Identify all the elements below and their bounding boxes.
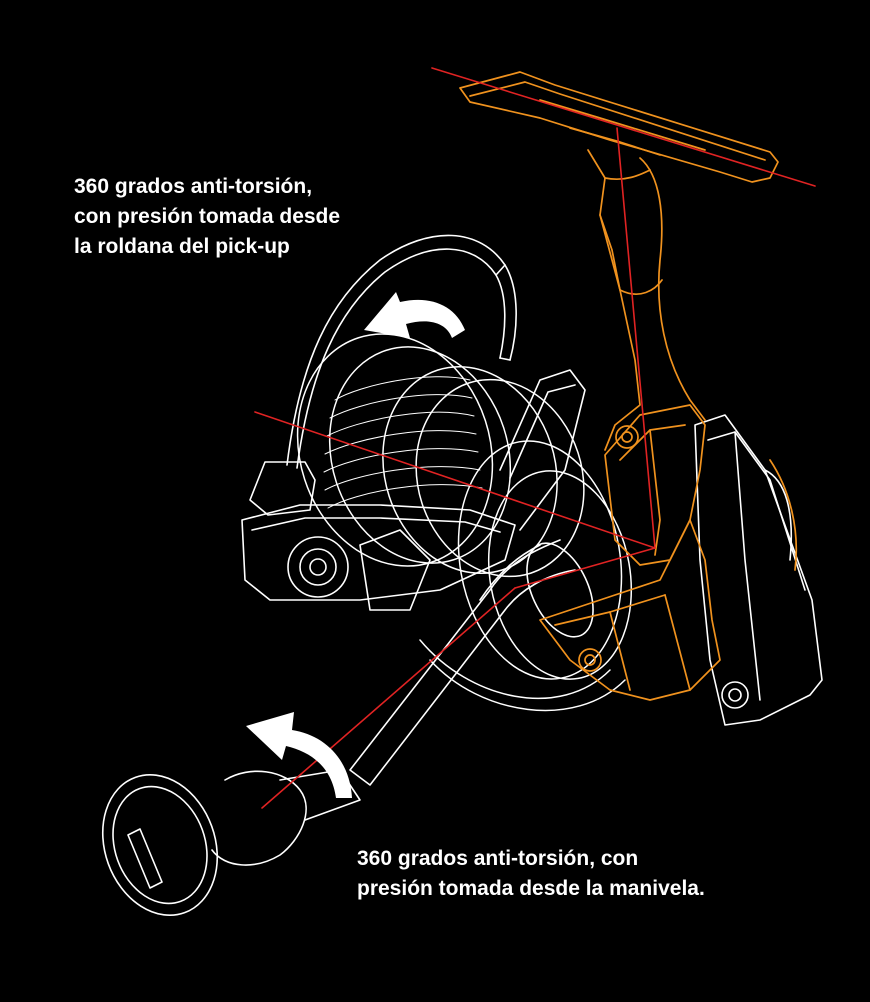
pickup-force-line bbox=[254, 411, 656, 549]
pickup-caption: 360 grados anti-torsión, con presión tom… bbox=[74, 172, 340, 262]
stem-axis-line bbox=[616, 127, 656, 549]
handle-force-line-upper bbox=[514, 547, 656, 589]
handle-caption-line: presión tomada desde la manivela. bbox=[357, 877, 705, 900]
rotate-ccw-arrow-icon bbox=[364, 292, 465, 338]
pickup-caption-line: con presión tomada desde bbox=[74, 205, 341, 228]
reel-stem-frame bbox=[459, 71, 798, 701]
handle-caption-line: 360 grados anti-torsión, con bbox=[357, 847, 639, 870]
handle-crank bbox=[101, 539, 594, 917]
bail-wire bbox=[286, 234, 517, 469]
handle-force-line-lower bbox=[261, 587, 516, 809]
foot-axis-line bbox=[431, 67, 816, 187]
spool bbox=[296, 333, 633, 712]
torsion-force-lines bbox=[254, 67, 816, 809]
pickup-caption-line: la roldana del pick-up bbox=[74, 235, 290, 258]
pickup-caption-line: 360 grados anti-torsión, bbox=[74, 175, 313, 198]
reel-body-side bbox=[694, 414, 823, 726]
line-roller-assembly bbox=[241, 369, 586, 611]
rotate-ccw-arrow-icon bbox=[246, 712, 352, 798]
handle-caption: 360 grados anti-torsión, con presión tom… bbox=[357, 844, 705, 904]
